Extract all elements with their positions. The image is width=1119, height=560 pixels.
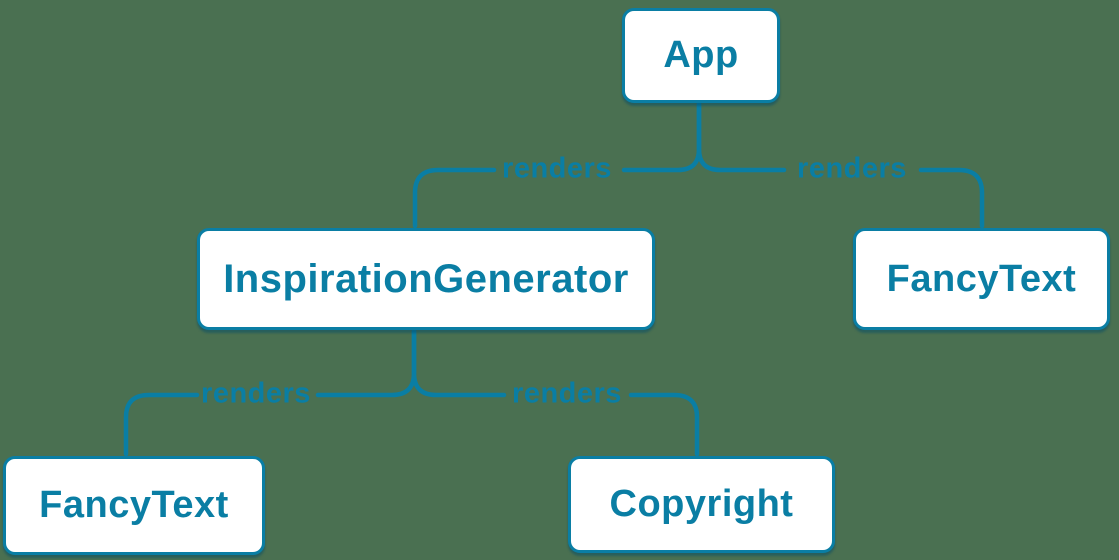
node-copyright: Copyright — [568, 456, 835, 553]
edge-app-inspirationgenerator-segment-b — [412, 167, 497, 229]
node-app-label: App — [663, 34, 739, 76]
node-fancy-text-bottom: FancyText — [3, 456, 265, 555]
edge-inspirationgenerator-copyright-segment-b — [628, 392, 700, 457]
edge-inspirationgenerator-copyright-segment-a — [411, 328, 507, 398]
node-fancy-text-bottom-label: FancyText — [39, 484, 229, 526]
edge-label-renders-inspirationgenerator-copyright: renders — [512, 377, 622, 410]
node-inspiration-generator-label: InspirationGenerator — [223, 256, 629, 301]
node-fancy-text-top: FancyText — [853, 228, 1110, 330]
node-fancy-text-top-label: FancyText — [886, 257, 1077, 300]
edge-label-renders-app-fancytext: renders — [797, 152, 907, 185]
node-copyright-label: Copyright — [609, 483, 794, 525]
edge-inspirationgenerator-fancytext-segment-b — [123, 392, 200, 457]
edge-label-renders-app-inspirationgenerator: renders — [502, 152, 612, 185]
edge-app-inspirationgenerator-segment-a — [621, 101, 702, 173]
edge-inspirationgenerator-fancytext-segment-a — [315, 328, 417, 398]
edge-label-renders-inspirationgenerator-fancytext: renders — [201, 377, 311, 410]
node-app: App — [622, 8, 780, 103]
edge-app-fancytext-segment-a — [696, 101, 787, 173]
node-inspiration-generator: InspirationGenerator — [197, 228, 655, 330]
edge-app-fancytext-segment-b — [918, 167, 985, 229]
